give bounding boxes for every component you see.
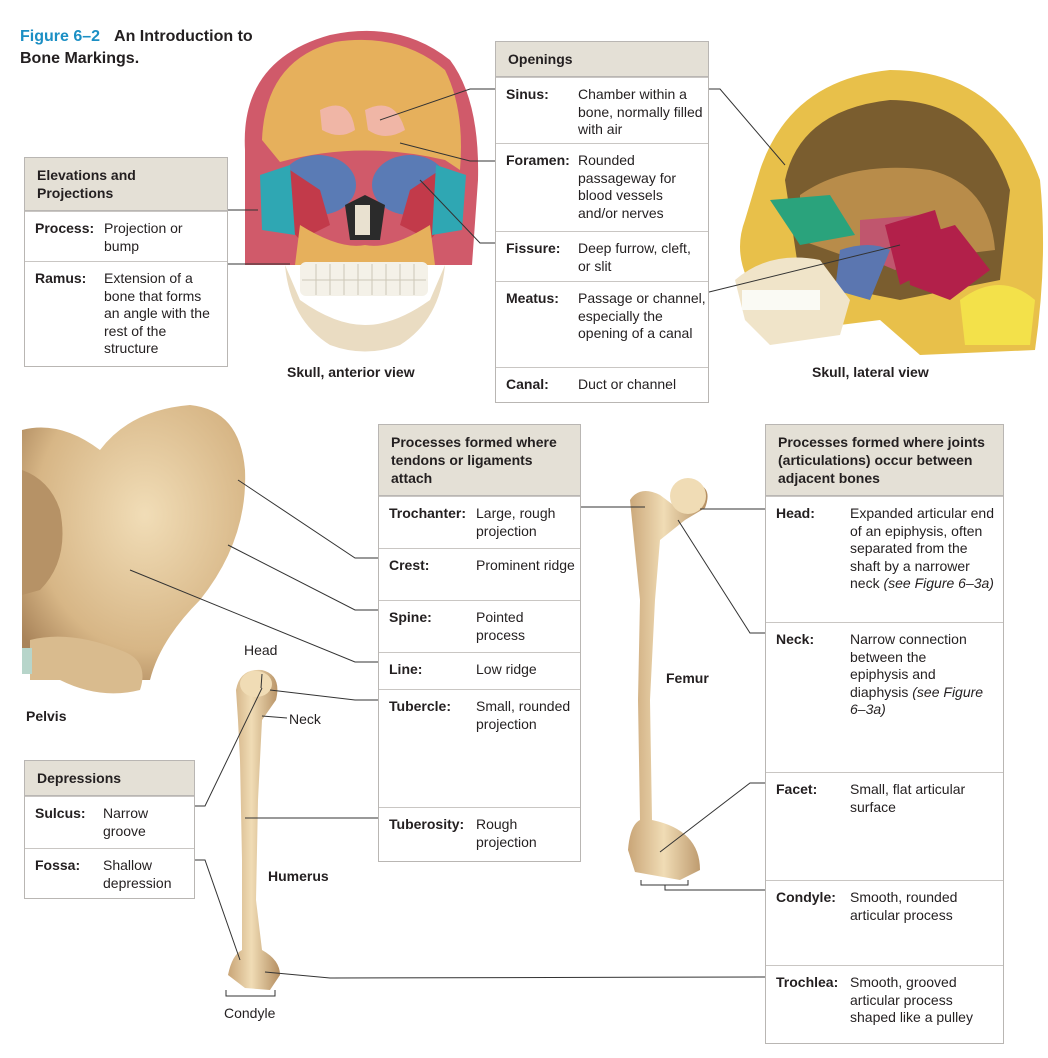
- definition: Low ridge: [476, 661, 537, 677]
- tendons-header: Processes formed where tendons or ligame…: [379, 425, 580, 496]
- humerus-head-label: Head: [244, 642, 278, 658]
- table-row: Trochlea: Smooth, grooved articular proc…: [766, 965, 1003, 1043]
- table-row: Head: Expanded articular end of an epiph…: [766, 496, 1003, 622]
- definition: Rounded passageway for blood vessels and…: [578, 152, 677, 221]
- skull-lateral-illustration: [735, 70, 1044, 355]
- table-row: Meatus: Passage or channel, especially t…: [496, 281, 708, 367]
- table-row: Trochanter: Large, rough projection: [379, 496, 580, 548]
- humerus-label: Humerus: [268, 868, 329, 884]
- skull-lateral-label: Skull, lateral view: [812, 364, 929, 380]
- table-row: Spine: Pointed process: [379, 600, 580, 652]
- term: Process:: [35, 220, 95, 236]
- openings-table: Openings Sinus: Chamber within a bone, n…: [495, 41, 709, 403]
- term: Foramen:: [506, 152, 570, 168]
- term: Trochlea:: [776, 974, 839, 990]
- pelvis-label: Pelvis: [26, 708, 67, 724]
- table-row: Crest: Prominent ridge: [379, 548, 580, 600]
- definition: Prominent ridge: [476, 557, 575, 573]
- definition: Projection or bump: [104, 220, 183, 254]
- humerus-neck-label: Neck: [289, 711, 321, 727]
- term: Sulcus:: [35, 805, 86, 821]
- depressions-header: Depressions: [25, 761, 194, 796]
- definition: Narrow groove: [103, 805, 149, 839]
- term: Head:: [776, 505, 815, 521]
- term: Line:: [389, 661, 423, 677]
- definition: Duct or channel: [578, 376, 677, 392]
- term: Spine:: [389, 609, 432, 625]
- figure-reference: (see Figure 6–3a): [883, 575, 994, 591]
- term: Tubercle:: [389, 698, 451, 714]
- figure-number: Figure 6–2: [20, 28, 101, 45]
- table-row: Fossa: Shallow depression: [25, 848, 194, 898]
- table-row: Condyle: Smooth, rounded articular proce…: [766, 880, 1003, 965]
- definition: Extension of a bone that forms an angle …: [104, 270, 210, 356]
- table-row: Line: Low ridge: [379, 652, 580, 689]
- definition: Shallow depression: [103, 857, 172, 891]
- table-row: Sulcus: Narrow groove: [25, 796, 194, 848]
- joints-header: Processes formed where joints (articulat…: [766, 425, 1003, 496]
- definition: Small, flat articular surface: [850, 781, 966, 815]
- term: Facet:: [776, 781, 818, 797]
- skull-anterior-illustration: [244, 30, 479, 352]
- table-row: Tuberosity: Rough projection: [379, 807, 580, 861]
- table-row: Foramen: Rounded passageway for blood ve…: [496, 143, 708, 231]
- term: Meatus:: [506, 290, 559, 306]
- elevations-table: Elevations and Projections Process: Proj…: [24, 157, 228, 367]
- table-row: Neck: Narrow connection between the epip…: [766, 622, 1003, 772]
- term: Condyle:: [776, 889, 836, 905]
- term: Fissure:: [506, 240, 561, 256]
- definition: Rough projection: [476, 816, 537, 850]
- definition: Smooth, grooved articular process shaped…: [850, 974, 973, 1025]
- pelvis-illustration: [22, 405, 246, 694]
- figure-caption: An Introduction to Bone Markings.: [20, 28, 253, 67]
- table-row: Process: Projection or bump: [25, 211, 227, 261]
- definition: Narrow connection between the epiphysis …: [850, 631, 967, 700]
- definition: Smooth, rounded articular process: [850, 889, 958, 923]
- definition: Large, rough projection: [476, 505, 556, 539]
- humerus-condyle-label: Condyle: [224, 1005, 276, 1021]
- table-row: Tubercle: Small, rounded projection: [379, 689, 580, 807]
- figure-reference: (see Figure 6–3a): [850, 683, 984, 718]
- term: Ramus:: [35, 270, 87, 286]
- definition: Small, rounded projection: [476, 698, 571, 732]
- term: Tuberosity:: [389, 816, 465, 832]
- definition: Deep furrow, cleft, or slit: [578, 240, 691, 274]
- definition: Pointed process: [476, 609, 526, 643]
- humerus-illustration: [228, 669, 280, 990]
- definition: Chamber within a bone, normally filled w…: [578, 86, 703, 137]
- joints-table: Processes formed where joints (articulat…: [765, 424, 1004, 1044]
- table-row: Facet: Small, flat articular surface: [766, 772, 1003, 880]
- term: Fossa:: [35, 857, 81, 873]
- elevations-header: Elevations and Projections: [25, 158, 227, 211]
- term: Crest:: [389, 557, 430, 573]
- table-row: Sinus: Chamber within a bone, normally f…: [496, 77, 708, 143]
- term: Neck:: [776, 631, 815, 647]
- definition: Passage or channel, especially the openi…: [578, 290, 706, 341]
- term: Trochanter:: [389, 505, 467, 521]
- depressions-table: Depressions Sulcus: Narrow groove Fossa:…: [24, 760, 195, 899]
- table-row: Ramus: Extension of a bone that forms an…: [25, 261, 227, 366]
- table-row: Fissure: Deep furrow, cleft, or slit: [496, 231, 708, 281]
- table-row: Canal: Duct or channel: [496, 367, 708, 402]
- skull-anterior-label: Skull, anterior view: [287, 364, 415, 380]
- tendons-table: Processes formed where tendons or ligame…: [378, 424, 581, 862]
- term: Canal:: [506, 376, 549, 392]
- definition: Expanded articular end of an epiphysis, …: [850, 505, 994, 591]
- femur-label: Femur: [666, 670, 709, 686]
- openings-header: Openings: [496, 42, 708, 77]
- term: Sinus:: [506, 86, 549, 102]
